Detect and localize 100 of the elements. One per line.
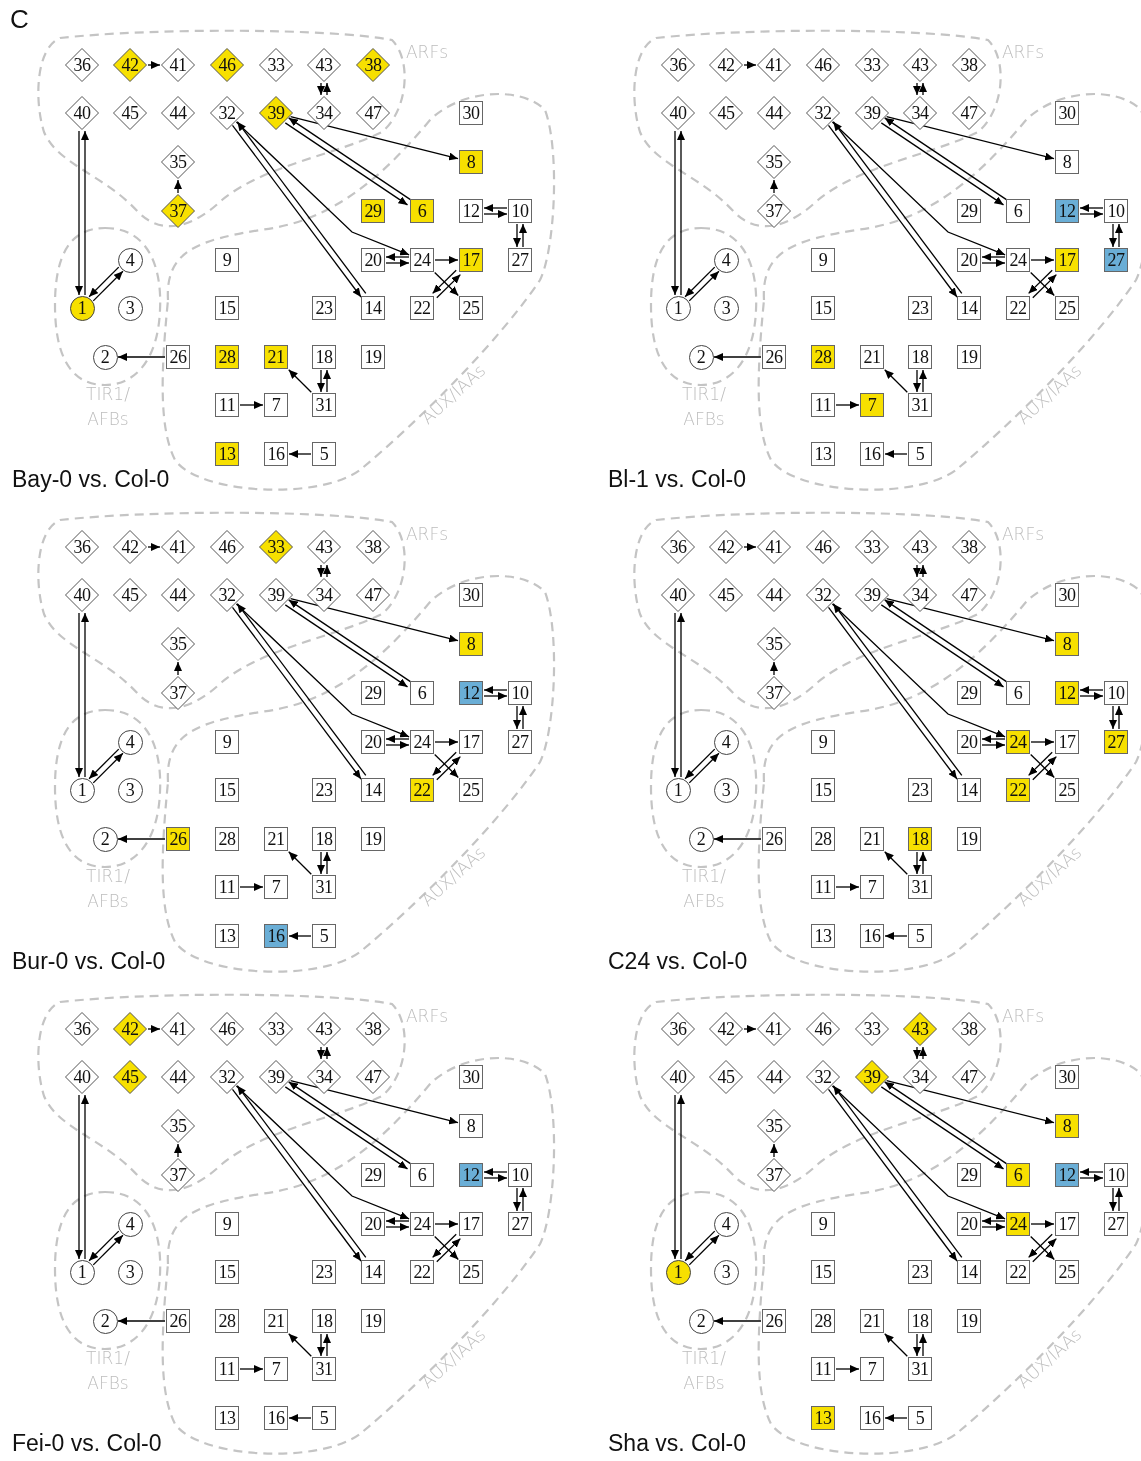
- square-node: 31: [908, 393, 932, 417]
- arrow: [919, 1046, 927, 1060]
- diamond-node: 38: [356, 530, 390, 564]
- arrow: [317, 1046, 325, 1060]
- square-node: 6: [1006, 199, 1030, 223]
- square-node: 17: [1055, 730, 1079, 754]
- arrow: [919, 851, 927, 875]
- diamond-node: 36: [65, 1012, 99, 1046]
- square-node: 10: [1104, 199, 1128, 223]
- square-node: 15: [215, 778, 239, 802]
- circle-node: 4: [117, 729, 143, 755]
- diamond-node: 45: [113, 578, 147, 612]
- diamond-node: 40: [661, 1060, 695, 1094]
- arrow: [884, 1414, 908, 1422]
- square-node: 28: [811, 1309, 835, 1333]
- arrow: [483, 686, 508, 694]
- arrow: [81, 130, 89, 296]
- square-node: 29: [957, 1163, 981, 1187]
- square-node: 8: [459, 1114, 483, 1138]
- diamond-node: 43: [307, 48, 341, 82]
- arrow: [434, 738, 459, 746]
- square-node: 13: [215, 1406, 239, 1430]
- diamond-node: 34: [307, 578, 341, 612]
- diamond-node: 34: [903, 96, 937, 130]
- square-node: 27: [1104, 248, 1128, 272]
- square-node: 30: [459, 583, 483, 607]
- arrow: [919, 82, 927, 96]
- diamond-node: 35: [757, 627, 791, 661]
- arrow: [884, 450, 908, 458]
- diamond-node: 40: [65, 1060, 99, 1094]
- square-node: 12: [1055, 199, 1079, 223]
- group-label: TIR1/ AFBs: [681, 383, 727, 431]
- arrow: [1079, 210, 1104, 218]
- square-node: 13: [811, 924, 835, 948]
- arrow: [770, 1143, 778, 1158]
- arrow: [831, 121, 1006, 256]
- arrow: [174, 179, 182, 194]
- arrow: [385, 741, 410, 749]
- arrow: [885, 1080, 1055, 1125]
- arrow: [835, 401, 860, 409]
- square-node: 11: [215, 393, 239, 417]
- arrow: [981, 1223, 1006, 1231]
- arrow: [831, 1085, 1006, 1220]
- arrow: [884, 369, 908, 393]
- diamond-node: 41: [161, 48, 195, 82]
- square-node: 16: [264, 1406, 288, 1430]
- square-node: 20: [361, 1212, 385, 1236]
- arrow: [1030, 738, 1055, 746]
- arrow: [323, 1333, 331, 1357]
- group-label: ARFs: [1000, 523, 1046, 546]
- square-node: 10: [508, 681, 532, 705]
- square-node: 16: [860, 442, 884, 466]
- diamond-node: 42: [113, 48, 147, 82]
- arrow: [117, 1317, 166, 1325]
- square-node: 23: [908, 1260, 932, 1284]
- arrow: [483, 210, 508, 218]
- square-node: 7: [264, 875, 288, 899]
- square-node: 21: [264, 827, 288, 851]
- diamond-node: 46: [210, 48, 244, 82]
- square-node: 7: [860, 875, 884, 899]
- arrow: [981, 259, 1006, 267]
- square-node: 22: [1006, 296, 1030, 320]
- group-label: ARFs: [404, 523, 450, 546]
- panel-caption: Fei-0 vs. Col-0: [12, 1430, 162, 1457]
- arrow: [317, 82, 325, 96]
- square-node: 10: [508, 1163, 532, 1187]
- diamond-node: 34: [307, 1060, 341, 1094]
- square-node: 14: [957, 296, 981, 320]
- group-label: TIR1/ AFBs: [681, 1347, 727, 1395]
- arrow: [323, 82, 331, 96]
- diamond-node: 35: [161, 145, 195, 179]
- arrow: [981, 253, 1006, 261]
- diamond-node: 32: [806, 96, 840, 130]
- square-node: 26: [762, 345, 786, 369]
- diamond-node: 45: [709, 1060, 743, 1094]
- arrow: [289, 1080, 459, 1125]
- square-node: 22: [1006, 1260, 1030, 1284]
- arrow: [323, 369, 331, 393]
- diamond-node: 42: [113, 1012, 147, 1046]
- circle-node: 3: [117, 295, 143, 321]
- circle-node: 3: [117, 1259, 143, 1285]
- square-node: 11: [811, 393, 835, 417]
- square-node: 7: [860, 1357, 884, 1381]
- diamond-node: 38: [952, 1012, 986, 1046]
- arrow: [770, 661, 778, 676]
- group-label: TIR1/ AFBs: [85, 1347, 131, 1395]
- diamond-node: 37: [161, 676, 195, 710]
- square-node: 16: [264, 442, 288, 466]
- square-node: 19: [361, 345, 385, 369]
- diamond-node: 45: [709, 578, 743, 612]
- circle-node: 3: [117, 777, 143, 803]
- panel-caption: Bur-0 vs. Col-0: [12, 948, 166, 975]
- diamond-node: 36: [65, 530, 99, 564]
- square-node: 29: [361, 199, 385, 223]
- square-node: 25: [459, 1260, 483, 1284]
- square-node: 29: [361, 1163, 385, 1187]
- arrow: [235, 603, 410, 738]
- arrow: [117, 835, 166, 843]
- arrow: [919, 564, 927, 578]
- diamond-node: 41: [757, 1012, 791, 1046]
